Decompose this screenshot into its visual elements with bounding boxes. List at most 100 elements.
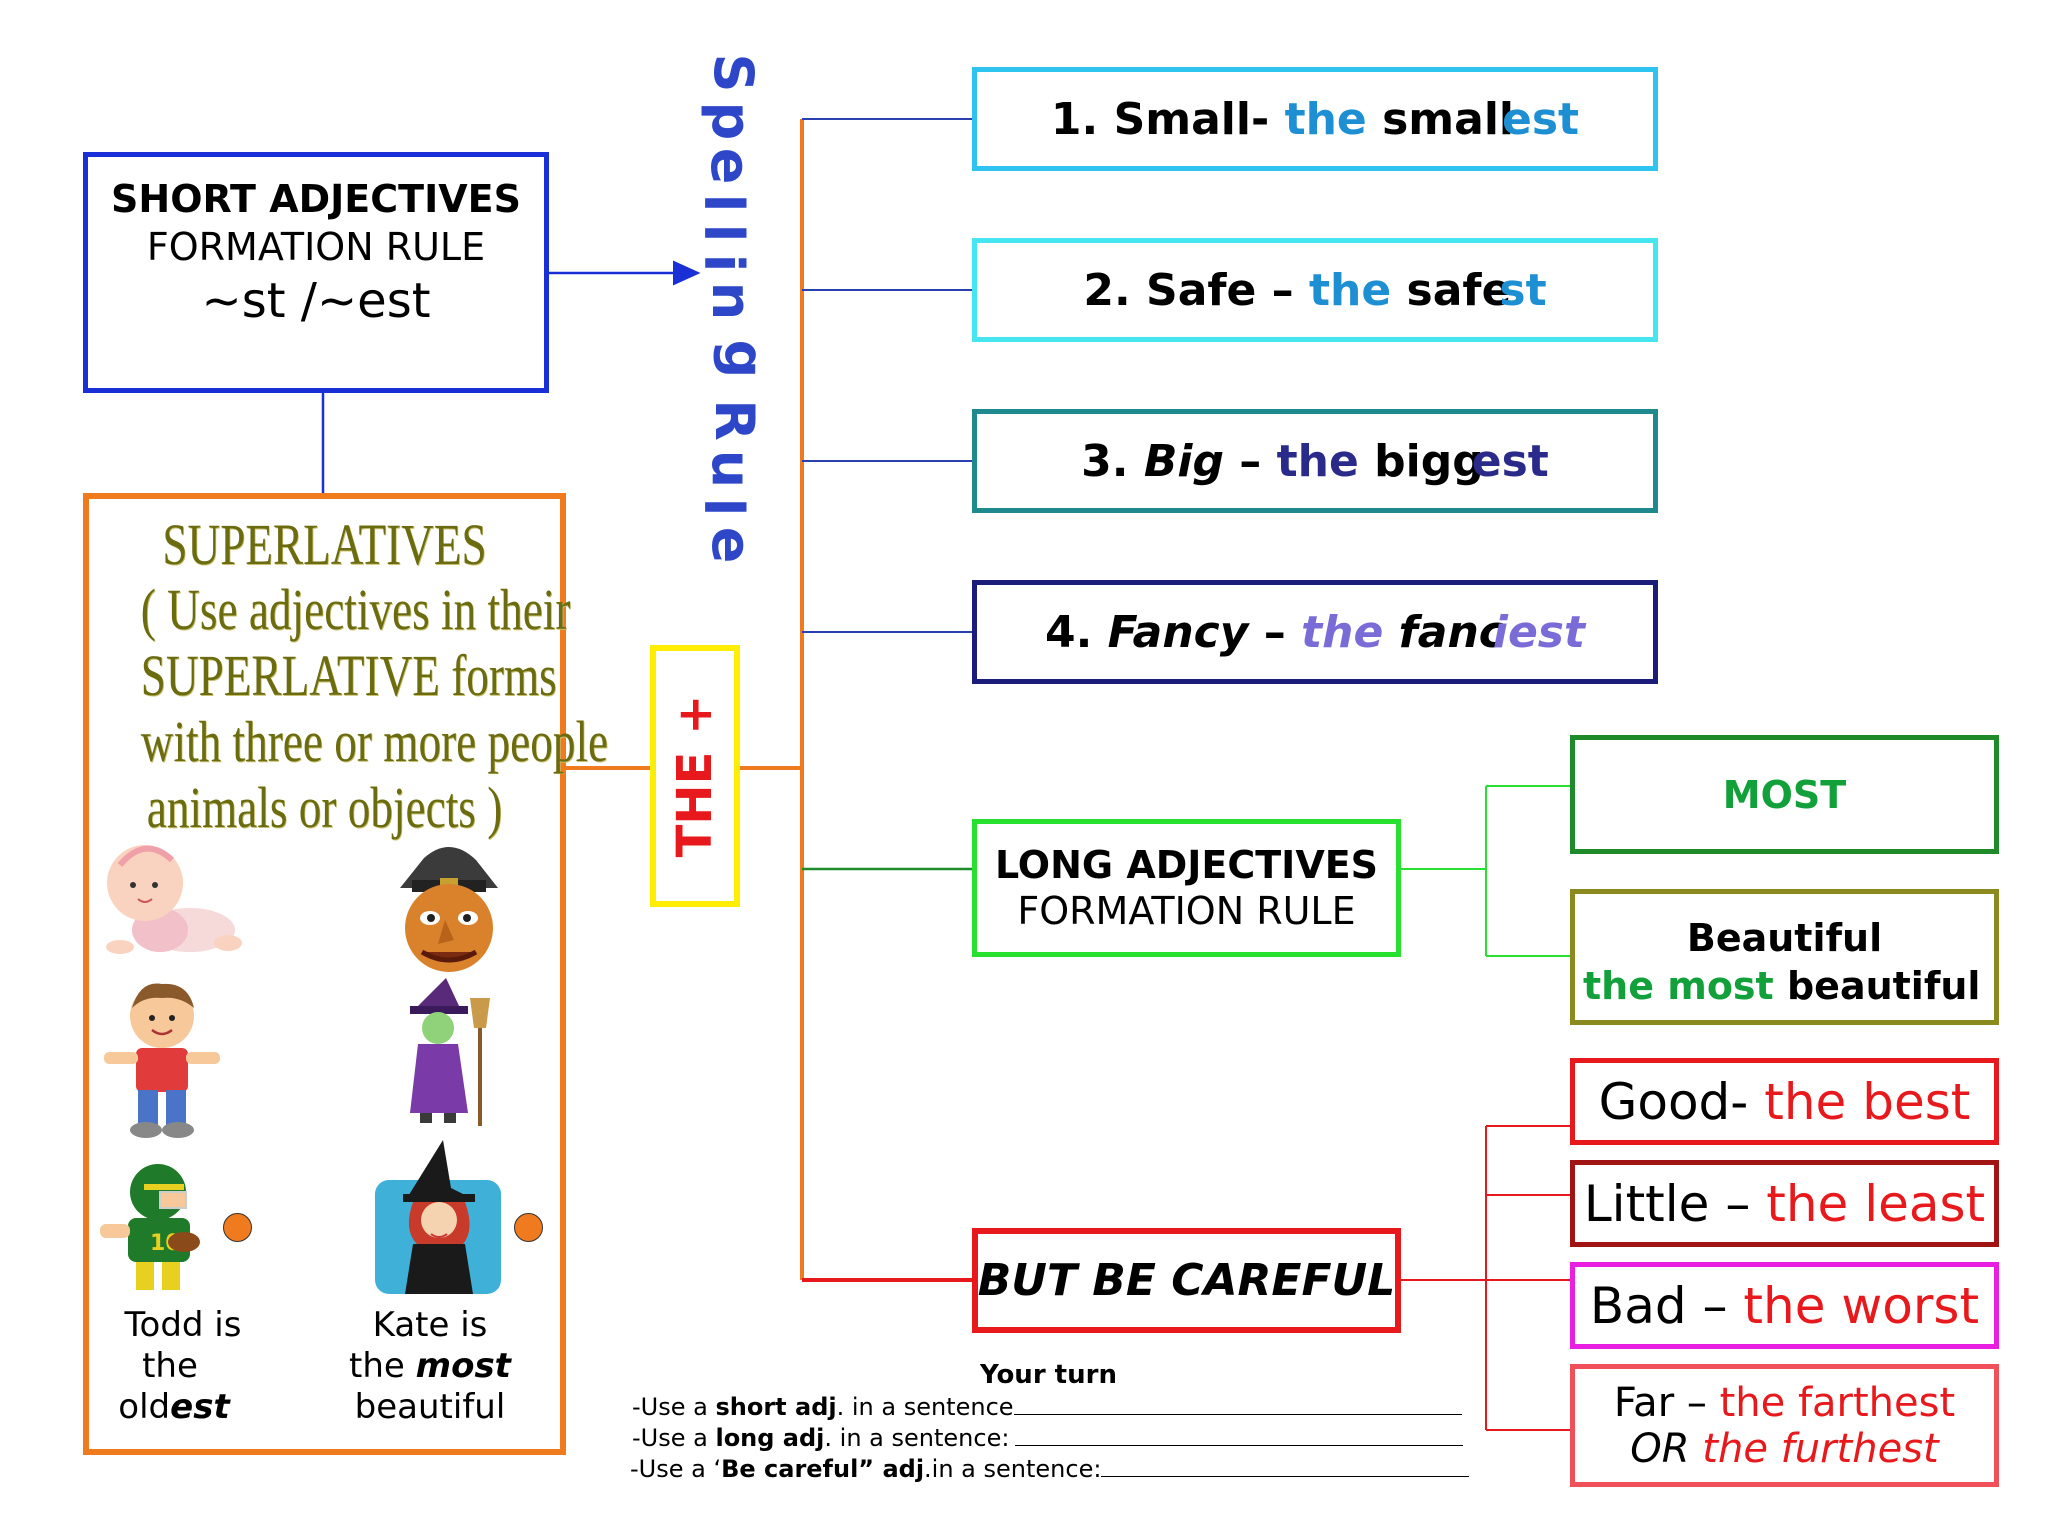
football-player-image: 10: [100, 1164, 200, 1290]
example-text-4: 4. Fancy – the fanciest: [1045, 607, 1585, 658]
irregular-good-box: Good- the best: [1570, 1058, 1999, 1145]
example-box-1: 1. Small- the smallest: [972, 67, 1658, 171]
example-1-base: Small-: [1113, 93, 1270, 145]
superlatives-box: SUPERLATIVES ( Use adjectives in their S…: [83, 493, 609, 1455]
example-box-2: 2. Safe – the safest: [972, 238, 1658, 342]
example-4-stem: fanc: [1398, 606, 1505, 658]
kate-caption-line-2: the most: [340, 1346, 520, 1387]
irregular-little-box: Little – the least: [1570, 1160, 1999, 1247]
line2-bold: long adj: [715, 1424, 825, 1452]
example-4-base: Fancy: [1107, 606, 1249, 658]
baby-image: [106, 845, 242, 954]
boy-image: [104, 983, 220, 1138]
example-2-suffix: st: [1499, 264, 1547, 316]
good-base: Good-: [1598, 1072, 1749, 1131]
example-2-stem: safe: [1406, 264, 1512, 316]
kate-most: most: [415, 1346, 511, 1386]
irregular-little-text: Little – the least: [1584, 1175, 1985, 1233]
line1-suffix: . in a sentence: [836, 1393, 1014, 1421]
spelling-letter-g: g: [712, 339, 775, 379]
bad-base: Bad –: [1589, 1276, 1728, 1335]
example-4-dash: –: [1263, 606, 1286, 658]
short-adjectives-box: SHORT ADJECTIVES FORMATION RULE ~st /~es…: [83, 152, 549, 393]
bad-result: the worst: [1743, 1276, 1980, 1335]
example-1-num: 1.: [1050, 93, 1099, 145]
example-3-dash: –: [1239, 435, 1262, 487]
witch-broom-image: [410, 978, 490, 1126]
example-2-num: 2.: [1083, 264, 1131, 316]
superlatives-line-3: with three or more people: [140, 709, 609, 774]
superlatives-line-2: SUPERLATIVE forms: [140, 643, 557, 708]
example-box-4: 4. Fancy – the fanciest: [972, 580, 1658, 684]
your-turn-line-2: -Use a long adj. in a sentence:: [632, 1423, 1464, 1452]
irregular-far-box: Far – the farthest OR the furthest: [1570, 1364, 1999, 1487]
long-adjectives-title: LONG ADJECTIVES: [994, 843, 1379, 887]
far-alt: the furthest: [1702, 1425, 1939, 1472]
line3-prefix: -Use a ‘: [630, 1455, 722, 1483]
careful-box: BUT BE CAREFUL: [972, 1228, 1401, 1333]
line2-suffix: . in a sentence:: [824, 1424, 1010, 1452]
far-result: the farthest: [1719, 1379, 1956, 1426]
beautiful-word: Beautiful: [1686, 916, 1883, 960]
short-adjectives-title: SHORT ADJECTIVES: [111, 176, 521, 221]
line1-bold: short adj: [715, 1393, 837, 1421]
little-result: the least: [1766, 1174, 1986, 1233]
example-1-the: the: [1284, 93, 1367, 145]
the-plus-box: THE +: [650, 645, 740, 907]
superlatives-heading: SUPERLATIVES: [162, 512, 487, 577]
far-or: OR: [1630, 1425, 1690, 1472]
todd-caption: Todd is the oldest: [108, 1305, 258, 1428]
the-plus-label: THE +: [667, 694, 723, 858]
answer-blank-1[interactable]: [1013, 1392, 1462, 1415]
example-text-3: 3. Big – the biggest: [1081, 436, 1549, 487]
irregular-bad-text: Bad – the worst: [1590, 1277, 1979, 1335]
beautiful-the: the: [1583, 964, 1654, 1008]
irregular-good-text: Good- the best: [1599, 1073, 1971, 1131]
todd-est: est: [170, 1387, 230, 1427]
line3-bold: Be careful” adj: [721, 1455, 925, 1483]
long-adjectives-box: LONG ADJECTIVES FORMATION RULE: [972, 819, 1401, 957]
kate-the: the: [349, 1346, 416, 1386]
kate-image: [375, 1140, 501, 1294]
good-result: the best: [1764, 1072, 1971, 1131]
irregular-bad-box: Bad – the worst: [1570, 1262, 1999, 1349]
your-turn-line-3: -Use a ‘Be careful” adj.in a sentence:: [630, 1454, 1470, 1483]
beautiful-example-box: Beautiful the most beautiful: [1570, 889, 1999, 1025]
example-2-the: the: [1309, 264, 1392, 316]
your-turn-title: Your turn: [980, 1360, 1117, 1390]
beautiful-most: most: [1667, 964, 1774, 1008]
most-label: MOST: [1722, 772, 1847, 817]
rule-letter-e: e: [700, 526, 763, 564]
short-adjectives-subtitle: FORMATION RULE: [146, 224, 486, 269]
short-adjectives-formula: ~st /~est: [201, 272, 431, 329]
example-4-num: 4.: [1044, 606, 1093, 658]
beautiful-superlative: the most beautiful: [1583, 964, 1980, 1008]
beautiful-adj: beautiful: [1786, 964, 1981, 1008]
todd-caption-line-2: the: [142, 1346, 198, 1386]
orange-dot-todd: [223, 1213, 252, 1242]
line2-prefix: -Use a: [632, 1424, 716, 1452]
spelling-rule-label: S p e l l i n g R u l e: [692, 48, 775, 568]
kate-caption-line-1: Kate is: [372, 1305, 488, 1345]
example-box-3: 3. Big – the biggest: [972, 409, 1658, 513]
orange-dot-kate: [514, 1213, 543, 1242]
irregular-far-line-1: Far – the farthest: [1614, 1380, 1955, 1426]
line3-suffix: .in a sentence:: [924, 1455, 1102, 1483]
example-1-suffix: est: [1502, 93, 1580, 145]
witch-face-image: [400, 846, 498, 972]
superlatives-heading-block: SUPERLATIVES ( Use adjectives in their S…: [89, 512, 609, 841]
careful-label: BUT BE CAREFUL: [977, 1255, 1396, 1306]
answer-blank-2[interactable]: [1015, 1423, 1464, 1446]
example-3-the: the: [1276, 435, 1359, 487]
line1-prefix: -Use a: [632, 1393, 716, 1421]
example-4-the: the: [1301, 606, 1384, 658]
example-3-num: 3.: [1081, 435, 1129, 487]
answer-blank-3[interactable]: [1101, 1454, 1470, 1477]
irregular-far-line-2: OR the furthest: [1630, 1426, 1938, 1472]
superlatives-line-1: ( Use adjectives in their: [140, 577, 571, 642]
example-3-suffix: est: [1471, 435, 1549, 487]
todd-caption-line-3: oldest: [90, 1387, 258, 1428]
example-4-suffix: iest: [1492, 606, 1586, 658]
kate-caption: Kate is the most beautiful: [340, 1305, 520, 1428]
